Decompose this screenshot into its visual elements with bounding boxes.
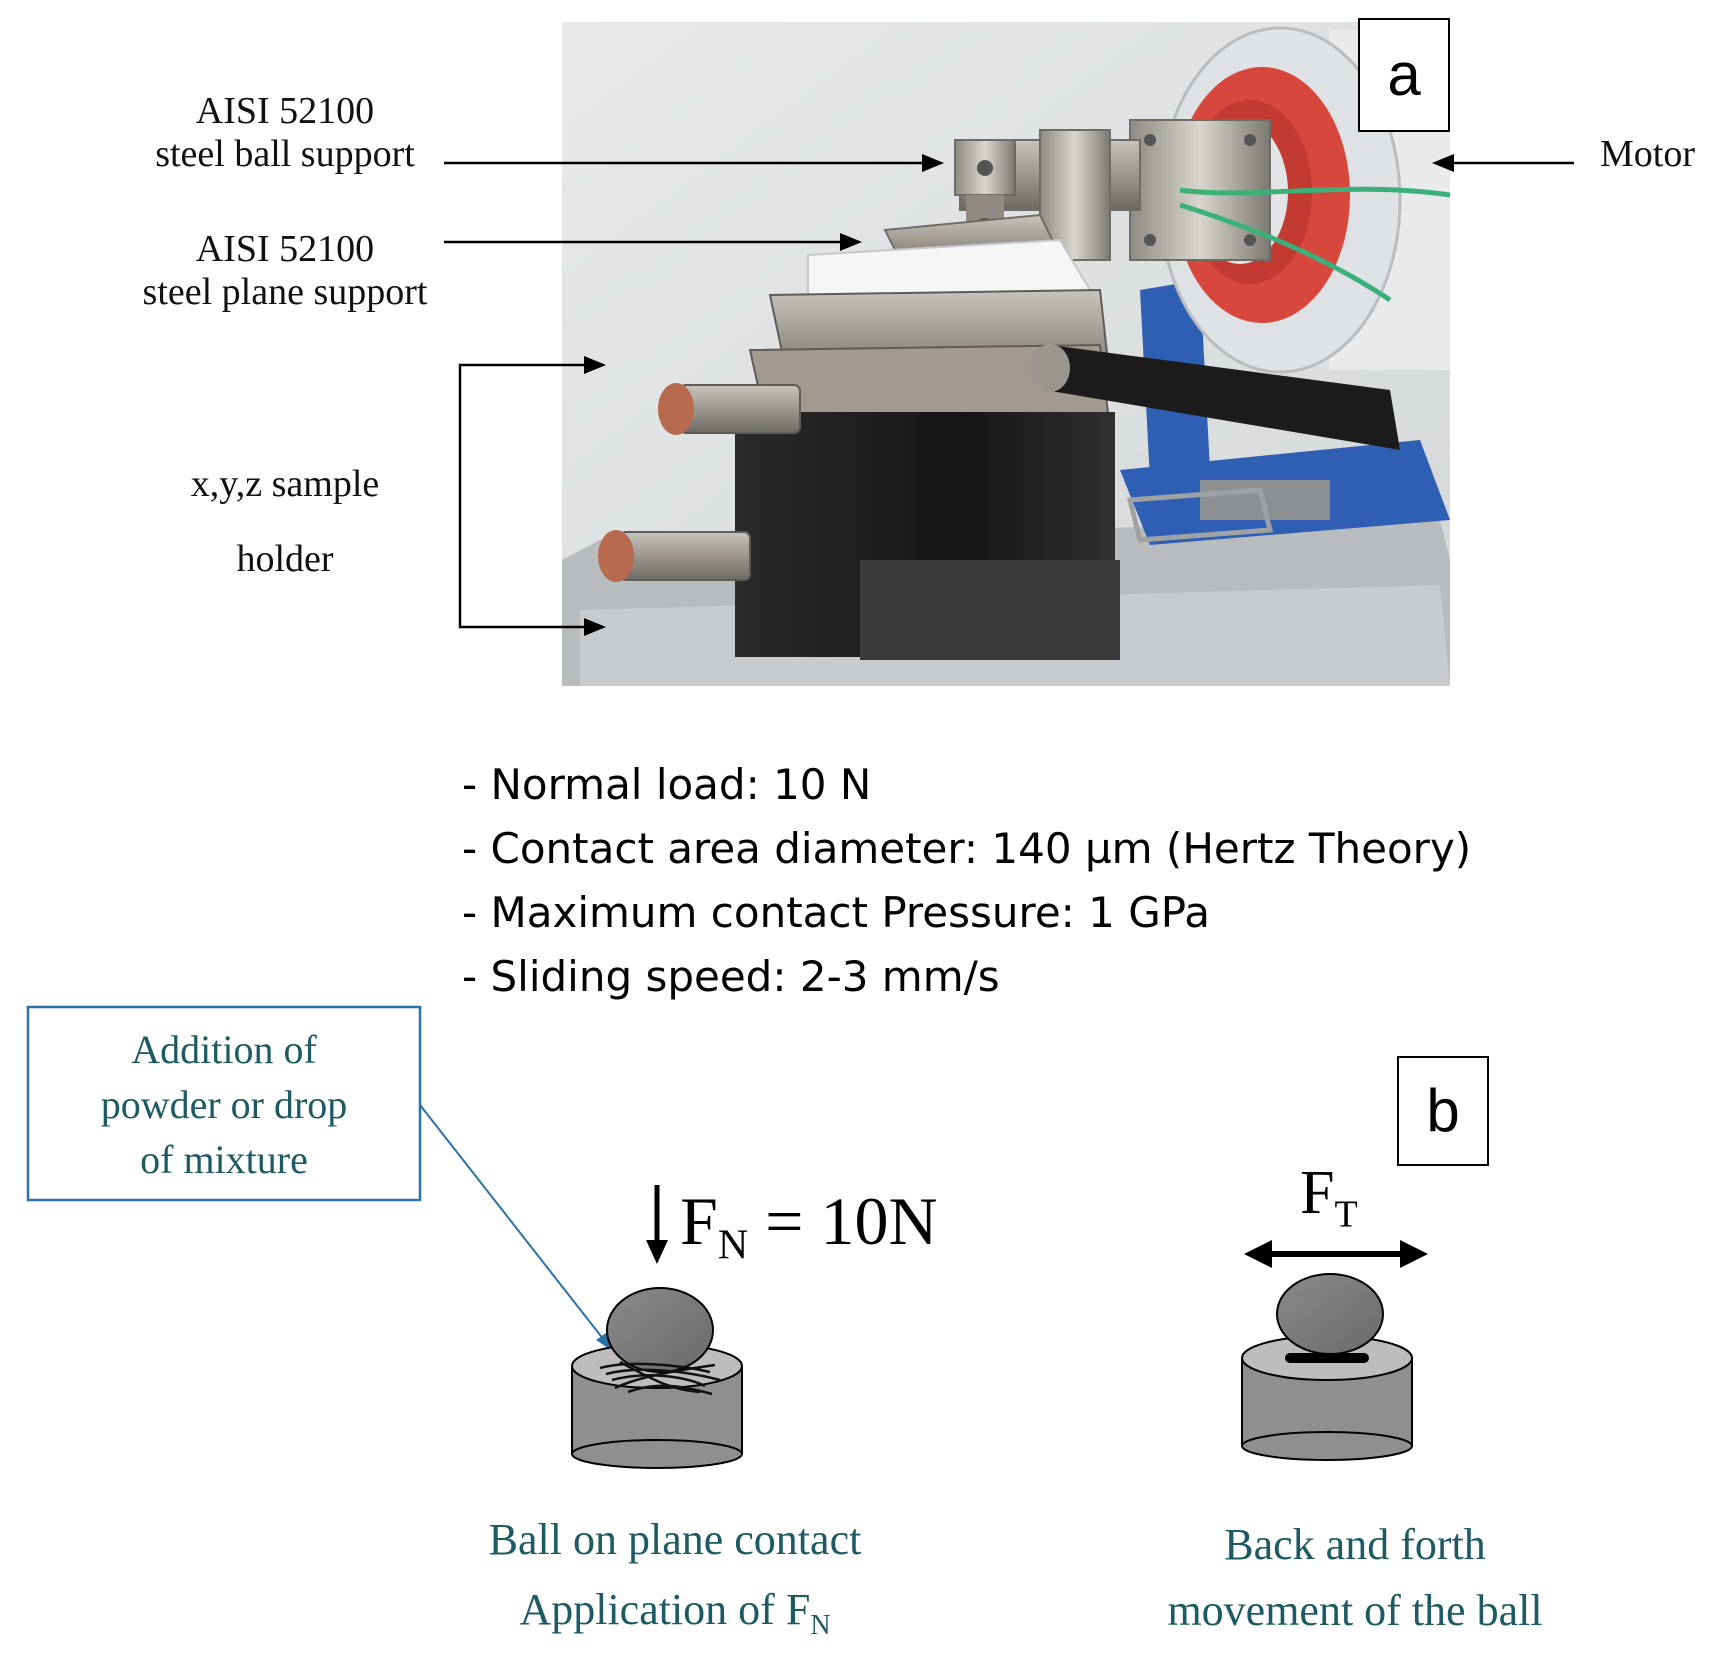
caption-left-line2-sub: N [810,1609,831,1641]
addition-line2: powder or drop [100,1082,348,1127]
plane-support-label-line1: AISI 52100 [195,228,375,270]
caption-right-line1: Back and forth [1224,1520,1486,1569]
addition-box [26,1005,422,1202]
param-normal-load: - Normal load: 10 N [462,760,872,809]
plane-support-label-line2: steel plane support [142,271,428,313]
caption-left-line2-text: Application of F [519,1585,811,1634]
apparatus-photo [562,22,1451,686]
ball-support-label-line1: AISI 52100 [195,90,375,132]
addition-line3: of mixture [140,1137,308,1182]
fn-symbol: F [680,1183,718,1259]
ball-on-plane-left [571,1287,743,1469]
caption-right: Back and forth movement of the ball [1080,1512,1630,1644]
fn-subscript: N [717,1222,749,1269]
ft-symbol: F [1300,1159,1335,1227]
ball-support [954,139,1016,242]
panel-b-letter: b [1397,1056,1489,1166]
caption-left-line1: Ball on plane contact [488,1515,862,1564]
motor-label: Motor [1600,133,1695,175]
ball-support-label-line2: steel ball support [155,133,415,175]
caption-right-line2: movement of the ball [1167,1586,1543,1635]
tangential-force-arrow [1244,1240,1428,1268]
caption-left-line2: Application of FN [400,1575,950,1661]
param-contact-diameter: - Contact area diameter: 140 µm (Hertz T… [462,824,1472,873]
fn-value: = 10N [748,1183,938,1259]
addition-line1: Addition of [131,1027,317,1072]
xyz-sample-holder [598,288,1120,660]
ball-on-plane-right [1241,1273,1413,1461]
plane-support-label: AISI 52100 steel plane support [100,228,470,314]
holder-label-line2: holder [236,538,334,580]
caption-left: Ball on plane contact Application of FN [400,1505,950,1661]
holder-label-line1: x,y,z sample [190,463,380,505]
normal-force-label: FN = 10N [680,1182,938,1270]
panel-a-letter: a [1358,18,1450,132]
addition-box-text: Addition of powder or drop of mixture [28,1022,420,1187]
panel-a-pointers [444,154,1574,636]
tangential-force-label: FT [1300,1158,1358,1236]
param-max-pressure: - Maximum contact Pressure: 1 GPa [462,888,1210,937]
param-sliding-speed: - Sliding speed: 2-3 mm/s [462,952,1000,1001]
parameter-list: - Normal load: 10 N - Contact area diame… [462,753,1471,1009]
ft-subscript: T [1334,1193,1358,1236]
ball-support-label: AISI 52100 steel ball support [100,90,470,176]
